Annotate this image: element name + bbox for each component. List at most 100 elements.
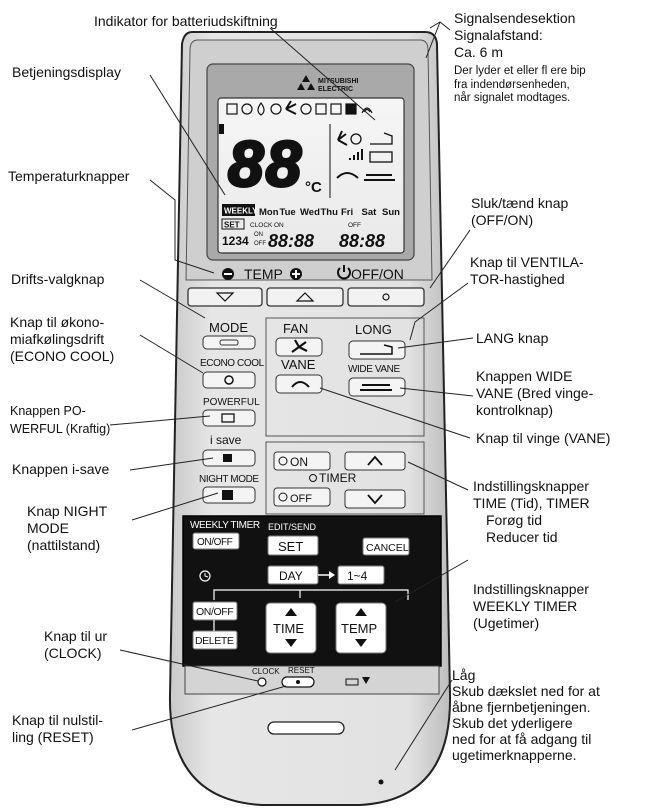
callout-off-on-line-2: (OFF/ON) <box>471 212 534 228</box>
callout-econo-cool: Knap til økono- miafkølingsdrift (ECONO … <box>10 314 114 365</box>
callout-wide-vane-line-3: kontrolknap) <box>476 402 554 418</box>
lid-slot <box>267 721 345 735</box>
off-on-button[interactable] <box>347 287 425 307</box>
signal-bars-icon <box>349 149 363 160</box>
lcd-time-1: 88:88 <box>268 231 314 251</box>
clock-button[interactable] <box>257 677 267 687</box>
timer-up-arrow-icon <box>367 455 383 466</box>
timer-on-clock-icon <box>278 456 288 466</box>
callout-signal-line-2: Signalafstand: <box>454 27 543 43</box>
timer-up-button[interactable] <box>344 451 406 471</box>
callout-lid-line-1: Låg <box>452 667 476 683</box>
off-on-button-dot-icon <box>382 293 390 301</box>
lcd-day-tue: Tue <box>280 207 296 218</box>
callout-lid-line-3: åbne fjernbetjeningen. <box>452 699 591 715</box>
vane-icon <box>336 172 359 179</box>
lcd-day-sat: Sat <box>362 207 378 218</box>
wide-vane-button[interactable] <box>348 377 406 397</box>
callout-off-on-line-1: Sluk/tænd knap <box>471 195 569 211</box>
callout-timer: Indstillingsknapper TIME (Tid), TIMER Fo… <box>473 478 590 546</box>
callout-mode-button: Drifts-valgknap <box>11 271 105 287</box>
wide-vane-icon <box>364 174 395 181</box>
callout-reset-line-1: Knap til nulstil- <box>12 712 104 728</box>
cancel-button[interactable] <box>362 537 410 556</box>
on-off-button[interactable] <box>192 601 238 621</box>
off-on-label: OFF/ON <box>351 266 404 282</box>
callout-temp-buttons: Temperaturknapper <box>8 168 130 184</box>
weekly-on-off-label: ON/OFF <box>197 537 233 548</box>
callout-i-save: Knappen i-save <box>12 461 110 477</box>
lcd-day-fri: Fri <box>341 207 353 218</box>
one-to-four-button[interactable] <box>337 565 385 585</box>
mode-button[interactable] <box>202 335 256 350</box>
weekly-temp-up-arrow-icon <box>355 608 367 616</box>
lcd-set-box <box>221 218 245 230</box>
weekly-temp-label: TEMP <box>341 621 377 636</box>
lcd-off-label-2: OFF <box>254 241 266 247</box>
callout-signal: Signalsendesektion Signalafstand: Ca. 6 … <box>454 10 575 61</box>
on-off-label: ON/OFF <box>196 606 233 618</box>
down-arrow-icon <box>362 677 370 684</box>
weekly-box <box>222 204 255 216</box>
powerful-button[interactable] <box>202 409 256 427</box>
weekly-temp-button[interactable] <box>335 602 387 654</box>
weekly-temp-down-arrow-icon <box>355 639 367 647</box>
lcd-day-thu: Thu <box>321 207 339 218</box>
callout-powerful: Knappen PO- WERFUL (Kraftig) <box>10 402 110 438</box>
callout-fan-speed: Knap til VENTILA- TOR-hastighed <box>470 254 584 288</box>
timer-off-clock-icon <box>278 492 288 502</box>
cancel-label: CANCEL <box>366 542 409 554</box>
lcd-on-label-1: ON <box>274 222 284 229</box>
callout-long: LANG knap <box>476 330 549 346</box>
edit-send-label: EDIT/SEND <box>268 522 317 532</box>
weekly-timer-label: WEEKLY TIMER <box>190 520 260 531</box>
night-mode-icon <box>222 490 233 500</box>
lcd-day-wed: Wed <box>300 207 320 218</box>
delete-button[interactable] <box>192 630 238 650</box>
night-mode-label: NIGHT MODE <box>199 474 259 485</box>
timer-on-button[interactable] <box>273 451 331 471</box>
powerful-icon <box>330 103 342 115</box>
reset-button-dot-icon <box>296 680 300 684</box>
lcd-program-number: 1234 <box>222 234 249 248</box>
weekly-on-off-button[interactable] <box>192 532 240 550</box>
timer-panel <box>265 441 425 515</box>
econo-cool-button[interactable] <box>202 371 256 389</box>
battery-compartment-icon <box>345 678 359 686</box>
time-button[interactable] <box>265 602 317 654</box>
long-icon <box>360 344 393 355</box>
time-down-arrow-icon <box>285 639 297 647</box>
timer-down-button[interactable] <box>344 489 406 509</box>
fan-vane-panel <box>265 317 425 437</box>
vane-button[interactable] <box>275 374 323 394</box>
time-up-arrow-icon <box>285 608 297 616</box>
econo-cool-label: ECONO COOL <box>200 358 265 369</box>
callout-weekly-timer: Indstillingsknapper WEEKLY TIMER (Ugetim… <box>473 581 589 632</box>
econo-icon <box>315 103 327 115</box>
auto-mode-icon <box>226 103 238 115</box>
callout-powerful-line-2: WERFUL (Kraftig) <box>10 422 111 436</box>
temp-plus-icon <box>290 268 302 280</box>
powerful-label: POWERFUL <box>203 397 260 408</box>
mode-label: MODE <box>209 320 248 335</box>
mode-button-inner-icon <box>219 339 239 346</box>
timer-label: TIMER <box>319 471 357 485</box>
callout-night-mode-line-1: Knap NIGHT <box>27 503 108 519</box>
callout-timer-line-3: Forøg tid <box>486 512 543 528</box>
callout-signal-line-3: Ca. 6 m <box>454 44 504 60</box>
long-icon <box>370 132 393 145</box>
reset-label: RESET <box>288 666 315 675</box>
temp-up-button[interactable] <box>266 287 344 307</box>
callout-signal-note: Der lyder et eller fl ere bip fra indend… <box>454 65 586 106</box>
callout-clock-line-2: (CLOCK) <box>44 645 102 661</box>
callout-signal-line-1: Signalsendesektion <box>454 10 576 26</box>
timer-off-button[interactable] <box>273 487 331 507</box>
timer-off-label: OFF <box>290 493 312 505</box>
set-button[interactable] <box>267 535 319 556</box>
temp-down-button[interactable] <box>187 287 263 307</box>
i-save-icon <box>223 454 232 462</box>
lcd-time-2: 88:88 <box>339 231 385 251</box>
